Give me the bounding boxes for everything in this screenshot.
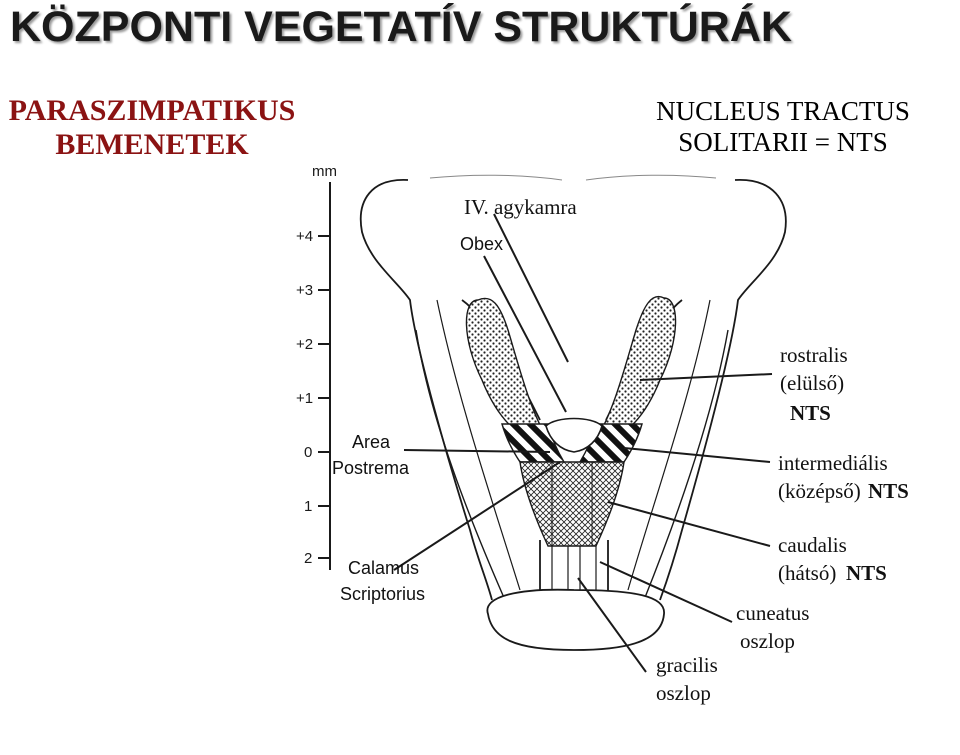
subtitle-nts: NUCLEUS TRACTUS SOLITARII = NTS xyxy=(620,96,946,158)
label-rostral-1: rostralis xyxy=(780,343,848,367)
subtitle-right-line2: SOLITARII = NTS xyxy=(678,127,888,157)
label-cuneatus-2: oszlop xyxy=(740,629,795,653)
nts-rostral-right xyxy=(594,295,677,441)
leader-lines xyxy=(393,213,773,673)
label-cuneatus-1: cuneatus xyxy=(736,601,809,625)
mm-scale: mm xyxy=(312,163,337,570)
subtitle-parasympathetic-inputs: PARASZIMPATIKUS BEMENETEK xyxy=(4,94,300,162)
nts-rostral-left xyxy=(465,297,550,441)
diagram-labels: IV. agykamra Obex Area Postrema Calamus … xyxy=(332,195,909,705)
label-caudal-1: caudalis xyxy=(778,533,847,557)
label-intermediate-nts: NTS xyxy=(868,479,909,503)
scale-tick-label: 2 xyxy=(304,550,312,567)
label-rostral-3: NTS xyxy=(790,401,831,425)
scale-tick-label: +2 xyxy=(296,336,313,353)
scale-tick-label: 1 xyxy=(304,498,312,515)
slide-title: KÖZPONTI VEGETATÍV STRUKTÚRÁK xyxy=(10,3,792,51)
label-area-postrema-1: Area xyxy=(352,432,391,452)
label-intermediate-2: (középső) xyxy=(778,479,861,503)
area-postrema-region xyxy=(545,417,603,453)
medulla-section xyxy=(486,588,665,651)
scale-unit: mm xyxy=(312,163,337,180)
label-calamus-2: Scriptorius xyxy=(340,584,425,604)
label-area-postrema-2: Postrema xyxy=(332,458,410,478)
scale-tick-label: +3 xyxy=(296,282,313,299)
nts-caudal xyxy=(519,461,625,547)
scale-tick-label: 0 xyxy=(304,444,312,461)
subtitle-right-line1: NUCLEUS TRACTUS xyxy=(656,96,910,126)
scale-tick-labels: +4 +3 +2 +1 0 1 2 xyxy=(296,228,313,567)
label-rostral-2: (elülső) xyxy=(780,371,844,395)
label-fourth-ventricle: IV. agykamra xyxy=(464,195,577,219)
label-gracilis-2: oszlop xyxy=(656,681,711,705)
scale-tick-label: +1 xyxy=(296,390,313,407)
scale-tick-label: +4 xyxy=(296,228,313,245)
label-caudal-nts: NTS xyxy=(846,561,887,585)
label-obex: Obex xyxy=(460,234,503,254)
label-caudal-2: (hátsó) xyxy=(778,561,836,585)
subtitle-left-line1: PARASZIMPATIKUS xyxy=(8,94,296,127)
subtitle-left-line2: BEMENETEK xyxy=(55,128,249,161)
label-gracilis-1: gracilis xyxy=(656,653,718,677)
label-intermediate-1: intermediális xyxy=(778,451,888,475)
label-calamus-1: Calamus xyxy=(348,558,419,578)
